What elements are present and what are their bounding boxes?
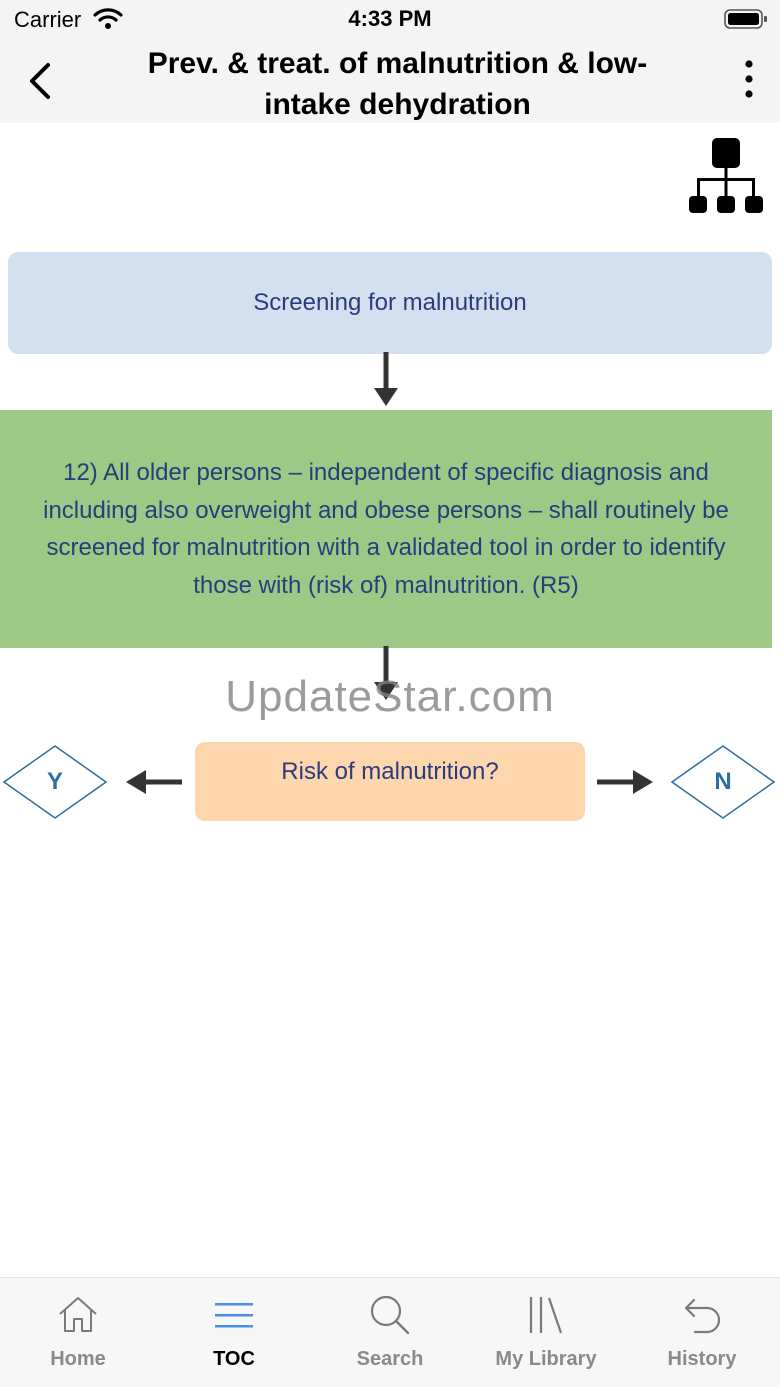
screening-box[interactable]: Screening for malnutrition	[8, 252, 772, 354]
search-icon	[370, 1295, 410, 1335]
arrow-down-icon	[374, 646, 398, 700]
tab-toc-label: TOC	[213, 1348, 255, 1370]
yes-decision-node[interactable]: Y	[2, 745, 108, 819]
hierarchy-icon[interactable]	[686, 136, 766, 216]
tab-bar: Home TOC Search My Library History	[0, 1277, 780, 1387]
status-time: 4:33 PM	[348, 6, 432, 31]
tab-home[interactable]: Home	[0, 1278, 156, 1387]
watermark: UpdateStar.com	[225, 672, 555, 721]
history-icon	[684, 1298, 721, 1334]
no-label: N	[714, 768, 732, 795]
tab-search-label: Search	[356, 1348, 424, 1370]
page-title: Prev. & treat. of malnutrition & low-int…	[147, 47, 648, 121]
back-chevron-icon[interactable]	[26, 60, 56, 102]
no-decision-node[interactable]: N	[670, 745, 776, 819]
more-options-icon[interactable]	[738, 58, 760, 102]
arrow-right-icon	[597, 770, 653, 794]
home-icon	[59, 1297, 97, 1332]
diamond-shape	[2, 745, 108, 819]
tab-toc[interactable]: TOC	[156, 1278, 312, 1387]
diamond-shape	[670, 745, 776, 819]
recommendation-box[interactable]: 12) All older persons – independent of s…	[0, 410, 772, 648]
battery-icon	[724, 9, 767, 29]
arrow-left-icon	[126, 770, 182, 794]
tab-search[interactable]: Search	[312, 1278, 468, 1387]
carrier-label: Carrier	[14, 7, 82, 32]
tab-my-library[interactable]: My Library	[468, 1278, 624, 1387]
tab-my-library-label: My Library	[495, 1348, 597, 1370]
library-icon	[529, 1297, 563, 1334]
nav-bar: Prev. & treat. of malnutrition & low-int…	[0, 40, 780, 123]
status-bar: Carrier 4:33 PM	[0, 0, 780, 40]
wifi-icon	[93, 8, 123, 29]
tab-history-label: History	[667, 1348, 737, 1370]
toc-icon	[215, 1303, 253, 1328]
tab-home-label: Home	[50, 1348, 106, 1370]
decision-question-box[interactable]: Risk of malnutrition?	[195, 742, 585, 821]
arrow-down-icon	[374, 352, 398, 406]
tab-history[interactable]: History	[624, 1278, 780, 1387]
yes-label: Y	[46, 768, 63, 795]
